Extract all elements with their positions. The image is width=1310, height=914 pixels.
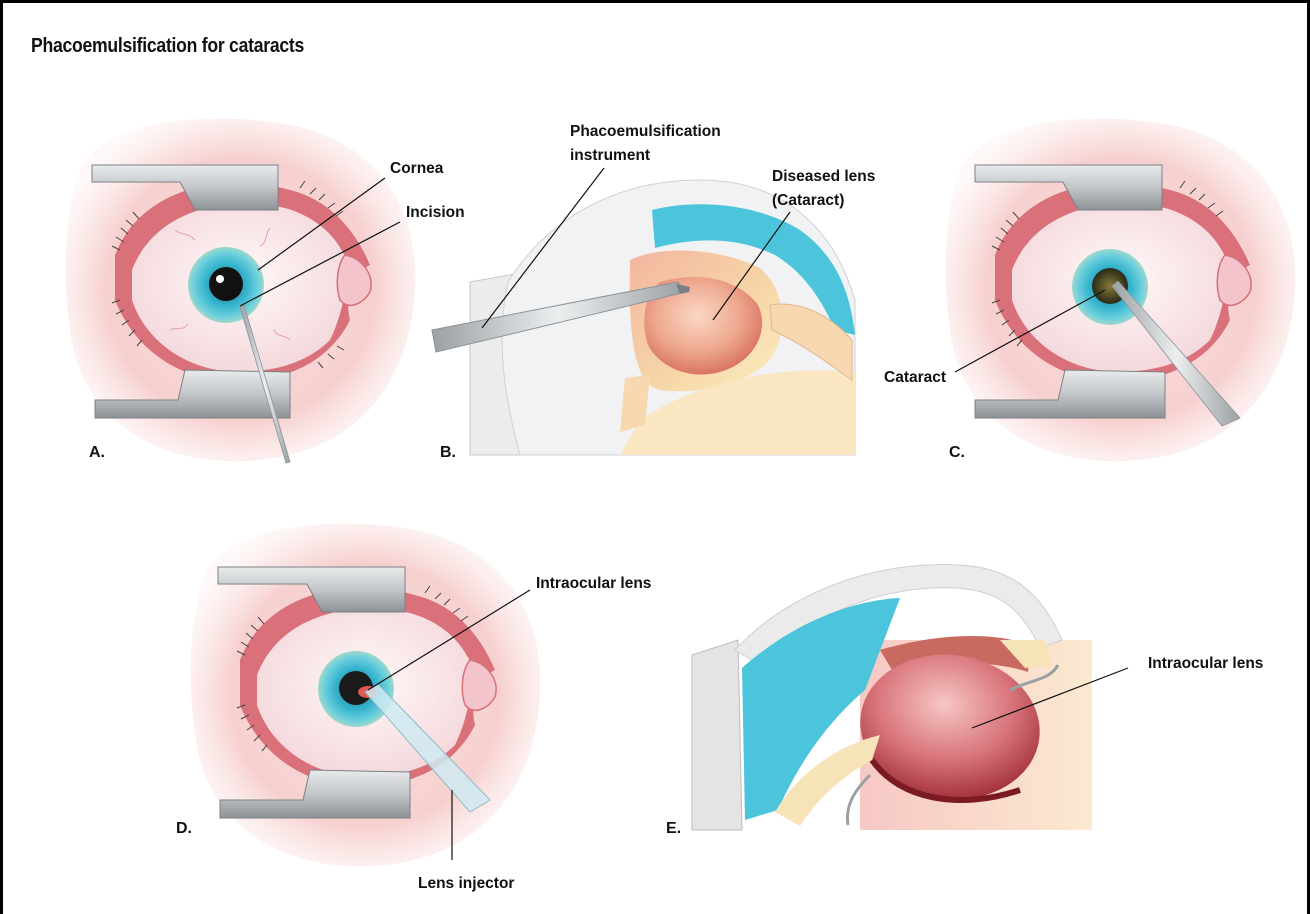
- pupil: [209, 267, 243, 301]
- panel-b: Phacoemulsification instrument Diseased …: [432, 123, 875, 461]
- label-lens-injector: Lens injector: [418, 875, 514, 892]
- panel-a-letter: A.: [89, 444, 105, 461]
- label-iol-e: Intraocular lens: [1148, 655, 1263, 672]
- label-cornea: Cornea: [390, 160, 444, 177]
- label-cataract: Cataract: [884, 369, 946, 386]
- panel-d-letter: D.: [176, 820, 192, 837]
- label-iol-d: Intraocular lens: [536, 575, 651, 592]
- label-diseased-lens-1: Diseased lens: [772, 168, 875, 185]
- panel-d: Intraocular lens Lens injector D.: [176, 524, 651, 892]
- label-incision: Incision: [406, 204, 465, 221]
- panel-a: Cornea Incision A.: [66, 119, 465, 463]
- pupil-highlight: [216, 275, 224, 283]
- panel-c-letter: C.: [949, 444, 965, 461]
- panel-b-letter: B.: [440, 444, 456, 461]
- background-block: [692, 640, 742, 830]
- label-phaco-1: Phacoemulsification: [570, 123, 721, 140]
- label-diseased-lens-2: (Cataract): [772, 192, 844, 209]
- panel-e-letter: E.: [666, 820, 681, 837]
- panel-e: Intraocular lens E.: [666, 564, 1263, 837]
- panel-c: Cataract C.: [884, 119, 1295, 462]
- label-phaco-2: instrument: [570, 147, 650, 164]
